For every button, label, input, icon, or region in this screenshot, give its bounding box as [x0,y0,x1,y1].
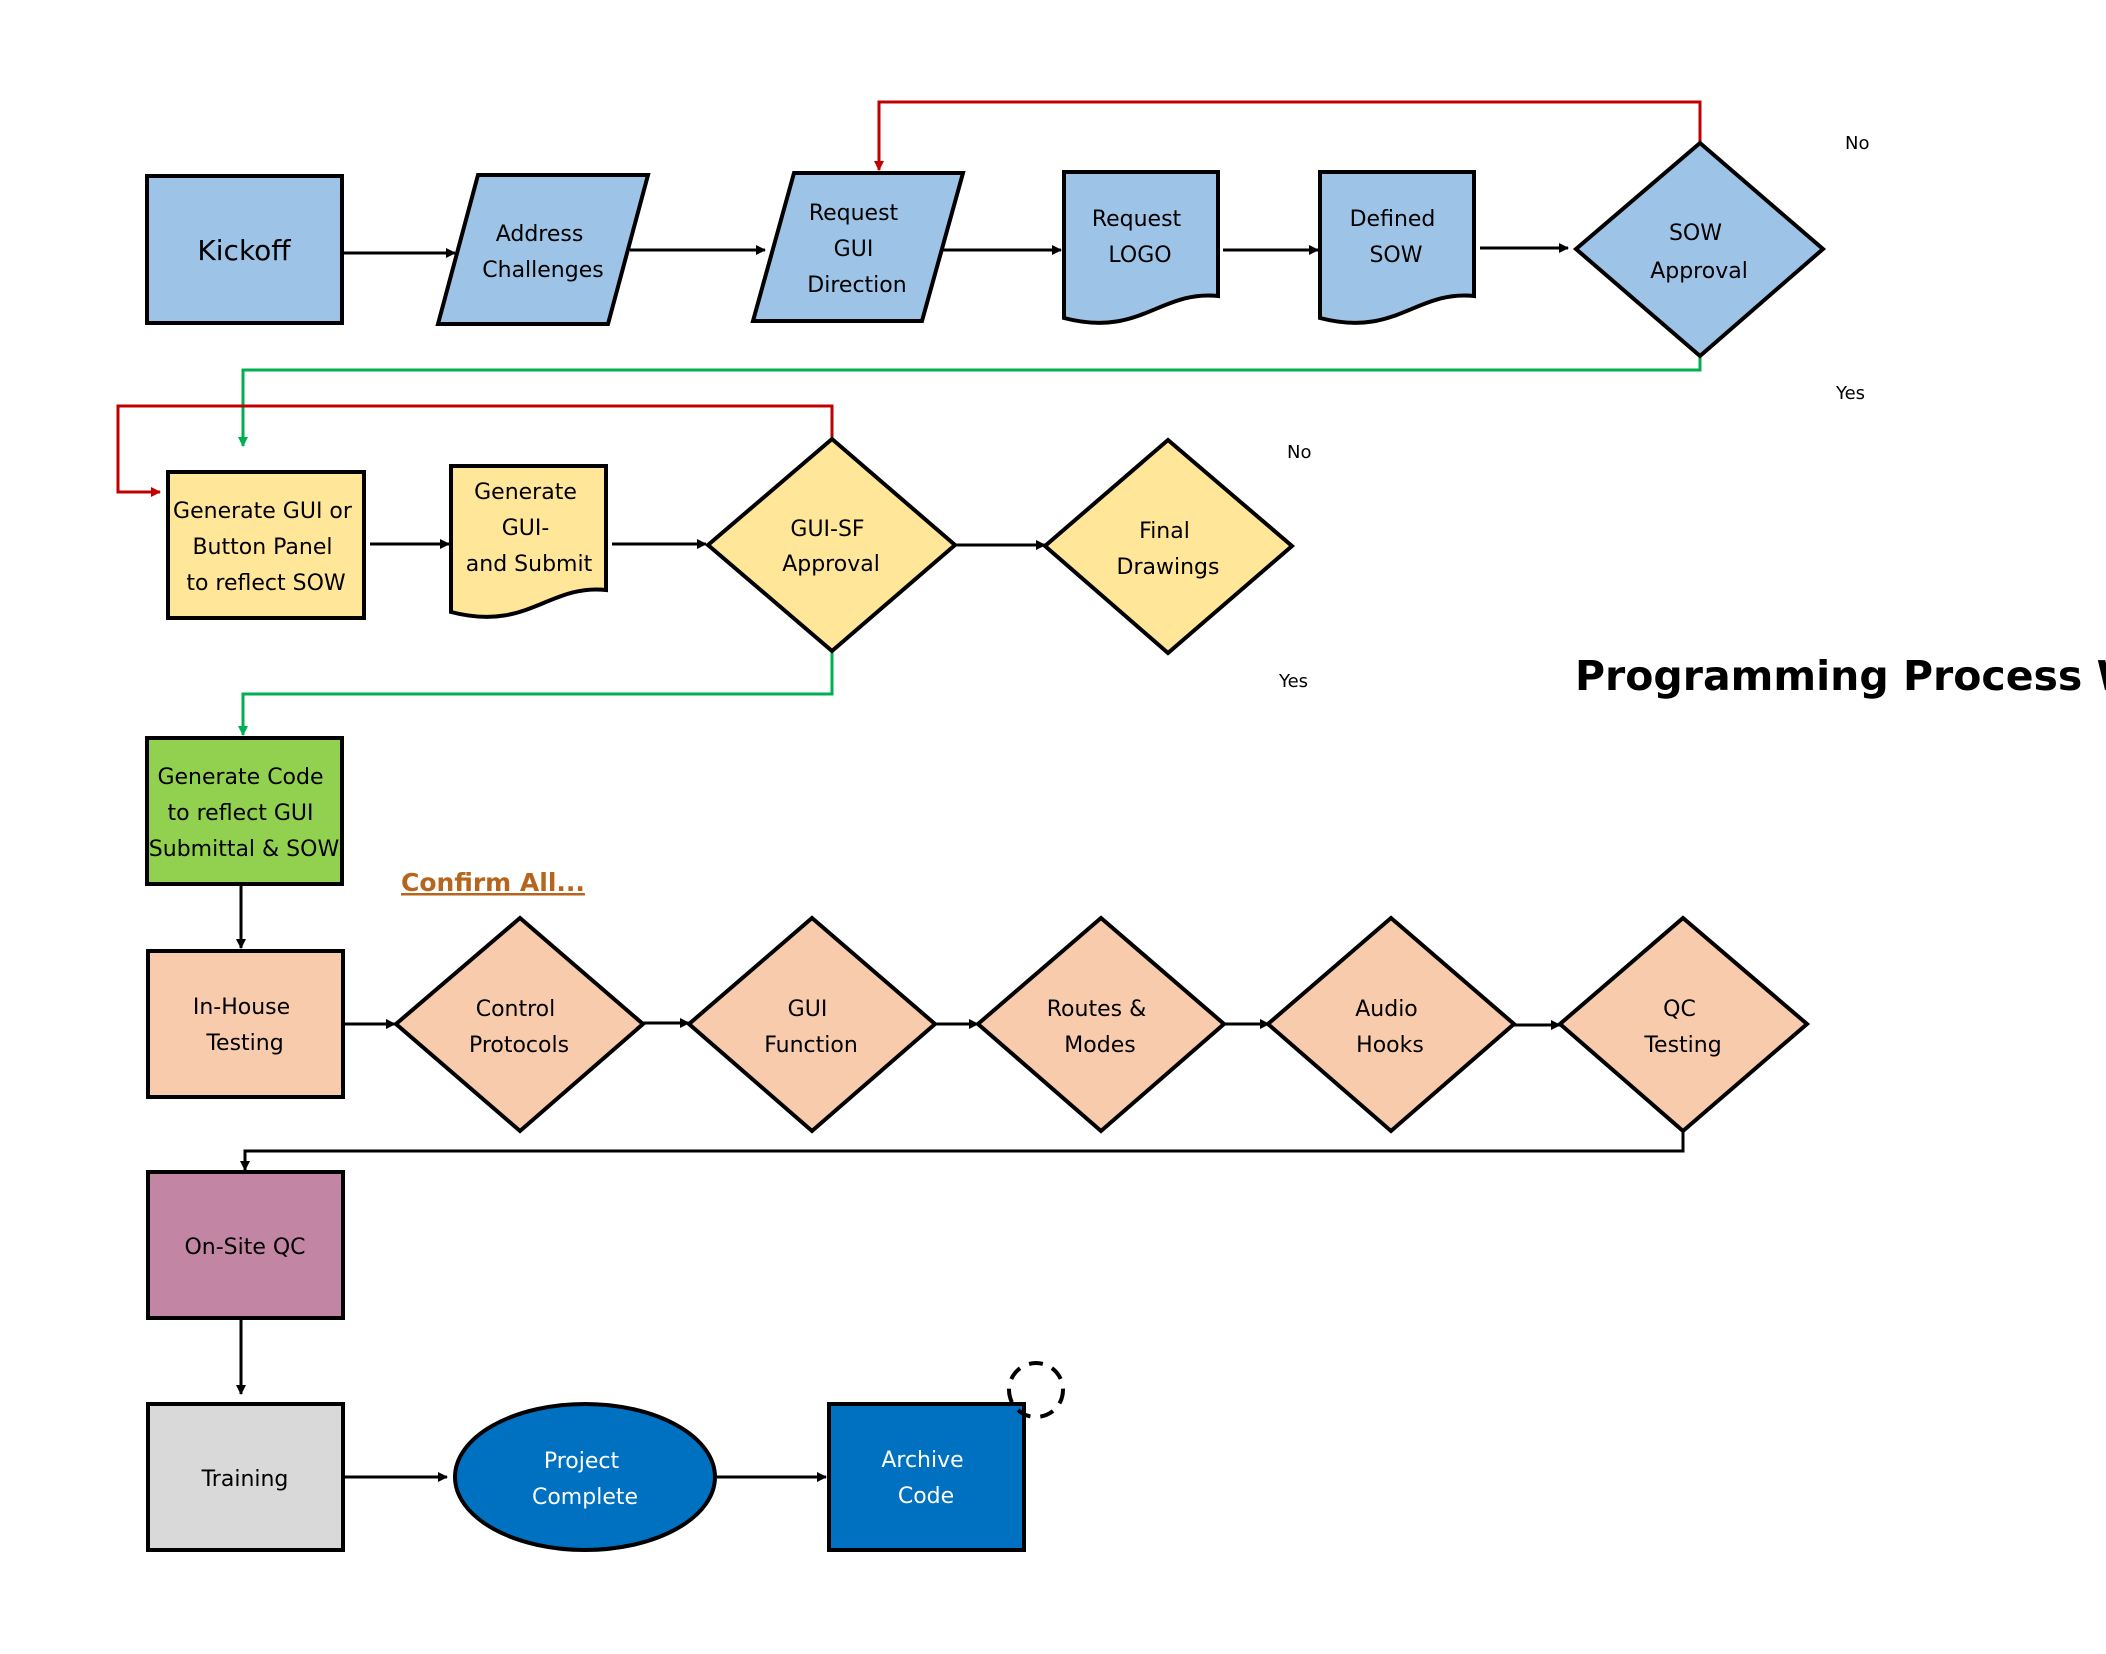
generate-code-label-2: to reflect GUI [168,801,314,826]
gui-sf-label-1: GUI-SF [790,517,864,542]
node-audio-hooks: Audio Hooks [1264,915,1518,1134]
generate-submit-label-1: Generate [474,480,577,505]
edge-gui-sf-yes [238,651,834,736]
gui-sf-no-label: No [1287,442,1311,463]
connectors [116,100,1702,1482]
node-address-challenges: Address Challenges [435,173,651,326]
generate-code-label-3: Submittal & SOW [149,837,340,862]
address-challenges-label-2: Challenges [482,258,603,283]
node-in-house-testing: In-House Testing [146,949,345,1099]
node-training: Training [146,1402,345,1552]
request-gui-label-2: GUI [834,237,874,262]
node-archive-code: Archive Code [827,1402,1026,1552]
request-logo-label-2: LOGO [1108,243,1171,268]
svg-text:In-House Testing: In-House Testing [193,995,297,1056]
sow-no-label: No [1845,133,1869,154]
gui-function-label-2: Function [764,1033,858,1058]
address-challenges-label-1: Address [496,222,584,247]
node-kickoff: Kickoff [145,174,344,325]
svg-text:Address Challenges: Address Challenges [482,222,603,283]
generate-submit-label-2: GUI- [502,516,550,541]
svg-text:GUI Function: GUI Function [764,997,858,1058]
node-final-drawings: Final Drawings [1041,437,1296,656]
routes-modes-label-2: Modes [1064,1033,1135,1058]
confirm-all-heading: Confirm All... [401,868,585,897]
request-gui-label-3: Direction [807,273,906,298]
qc-testing-label-2: Testing [1643,1033,1721,1058]
project-complete-label-2: Complete [532,1485,638,1510]
svg-text:Defined SOW: Defined SOW [1350,207,1443,268]
project-complete-label-1: Project [544,1449,620,1474]
svg-text:Audio Hooks: Audio Hooks [1355,997,1425,1058]
node-control-protocols: Control Protocols [392,915,647,1134]
svg-text:QC Testing: QC Testing [1643,997,1721,1058]
generate-gui-label-3: to reflect SOW [186,571,346,596]
qc-testing-label-1: QC [1663,997,1696,1022]
request-gui-label-1: Request [809,201,899,226]
diagram-title: Programming Process Workf [1575,652,2106,700]
generate-code-label-1: Generate Code [157,765,323,790]
svg-text:Final Drawings: Final Drawings [1117,519,1220,580]
edge-qc-onsite [240,1131,1685,1171]
archive-code-label-1: Archive [881,1448,963,1473]
svg-text:Request GUI Direct: Request GUI Direction [807,201,906,298]
generate-gui-label-1: Generate GUI or [173,499,353,524]
kickoff-label: Kickoff [197,234,291,267]
svg-text:Project Complete: Project Complete [532,1449,638,1510]
request-logo-label-1: Request [1092,207,1182,232]
audio-hooks-label-1: Audio [1355,997,1418,1022]
defined-sow-label-2: SOW [1369,243,1422,268]
defined-sow-label-1: Defined [1350,207,1436,232]
svg-text:GUI-SF Approval: GUI-SF Approval [782,517,880,577]
gui-sf-yes-label: Yes [1278,671,1308,692]
edge-sow-yes [238,356,1702,447]
training-label: Training [201,1467,289,1492]
node-on-site-qc: On-Site QC [146,1170,345,1320]
node-project-complete: Project Complete [453,1402,717,1552]
node-gui-function: GUI Function [685,915,939,1134]
node-generate-gui: Generate GUI or Button Panel to reflect … [166,470,366,620]
svg-text:Archive Code: Archive Code [881,1448,970,1509]
svg-text:Routes & Modes: Routes & Modes [1047,997,1153,1058]
node-routes-modes: Routes & Modes [974,915,1228,1134]
svg-text:Generate Code to reflect: Generate Code to reflect GUI Submittal &… [149,765,340,862]
on-site-qc-label: On-Site QC [184,1235,305,1260]
node-sow-approval: SOW Approval [1572,140,1827,359]
gui-sf-label-2: Approval [782,552,880,577]
node-gui-sf-approval: GUI-SF Approval [704,436,959,654]
generate-submit-label-3: and Submit [466,552,593,577]
final-drawings-label-1: Final [1139,519,1190,544]
node-generate-gui-submit: Generate GUI- and Submit [449,464,608,619]
archive-code-label-2: Code [898,1484,954,1509]
sow-yes-label: Yes [1835,383,1865,404]
node-defined-sow: Defined SOW [1318,170,1476,325]
edge-sow-no-loop [874,100,1702,171]
svg-text:Generate GUI- and: Generate GUI- and Submit [466,480,593,577]
svg-text:Control Protocols: Control Protocols [469,997,569,1058]
svg-text:Generate GUI or Button P: Generate GUI or Button Panel to reflect … [173,499,359,596]
in-house-label-2: Testing [205,1031,283,1056]
audio-hooks-label-2: Hooks [1356,1033,1424,1058]
dashed-circle-icon [1007,1361,1065,1419]
routes-modes-label-1: Routes & [1047,997,1146,1022]
control-protocols-label-2: Protocols [469,1033,569,1058]
svg-text:SOW Approval: SOW Approval [1650,221,1748,284]
node-request-gui-direction: Request GUI Direction [750,171,966,323]
node-qc-testing: QC Testing [1556,915,1811,1134]
generate-gui-label-2: Button Panel [192,535,332,560]
control-protocols-label-1: Control [476,997,556,1022]
node-request-logo: Request LOGO [1062,170,1220,325]
sow-approval-label-2: Approval [1650,259,1748,284]
in-house-label-1: In-House [193,995,290,1020]
gui-function-label-1: GUI [788,997,828,1022]
node-generate-code: Generate Code to reflect GUI Submittal &… [145,736,344,886]
sow-approval-label-1: SOW [1669,221,1722,246]
edge-gui-sf-no-loop [116,404,834,497]
final-drawings-label-2: Drawings [1117,555,1220,580]
svg-text:Request LOGO: Request LOGO [1092,207,1188,268]
